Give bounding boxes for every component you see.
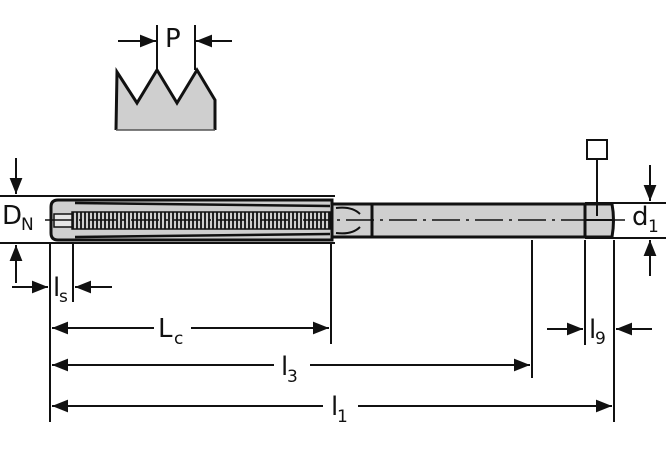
lc-label-sub: c — [174, 329, 183, 349]
thread-profile-shape — [116, 70, 215, 130]
dn-label-sub: N — [21, 215, 34, 235]
d1-label-sub: 1 — [648, 217, 659, 237]
thread-profile-detail: P — [114, 24, 232, 131]
l3-dimension: l 3 — [52, 352, 530, 387]
tap-body — [45, 198, 625, 242]
l1-label-sub: 1 — [337, 407, 348, 427]
ls-dimension: l s — [12, 273, 112, 307]
l3-label-sub: 3 — [287, 367, 298, 387]
l9-dimension: l 9 — [547, 315, 652, 349]
lc-label-main: L — [158, 314, 173, 344]
l9-label-sub: 9 — [595, 329, 606, 349]
thread-profile-outline — [114, 67, 217, 131]
l3-label-main: l — [281, 352, 288, 382]
ls-label-sub: s — [59, 287, 68, 307]
lc-dimension: L c — [52, 314, 329, 349]
ls-label-main: l — [53, 273, 60, 303]
l9-label-main: l — [589, 315, 596, 345]
dn-label-main: D — [2, 201, 22, 231]
l1-dimension: l 1 — [52, 392, 612, 427]
dn-dimension: D N — [2, 158, 34, 283]
square-drive-icon — [586, 139, 608, 160]
d1-label-main: d — [632, 202, 649, 232]
l1-label-main: l — [331, 392, 338, 422]
square-symbol — [586, 139, 608, 216]
pitch-label: P — [165, 24, 181, 54]
d1-dimension: d 1 — [632, 165, 659, 276]
